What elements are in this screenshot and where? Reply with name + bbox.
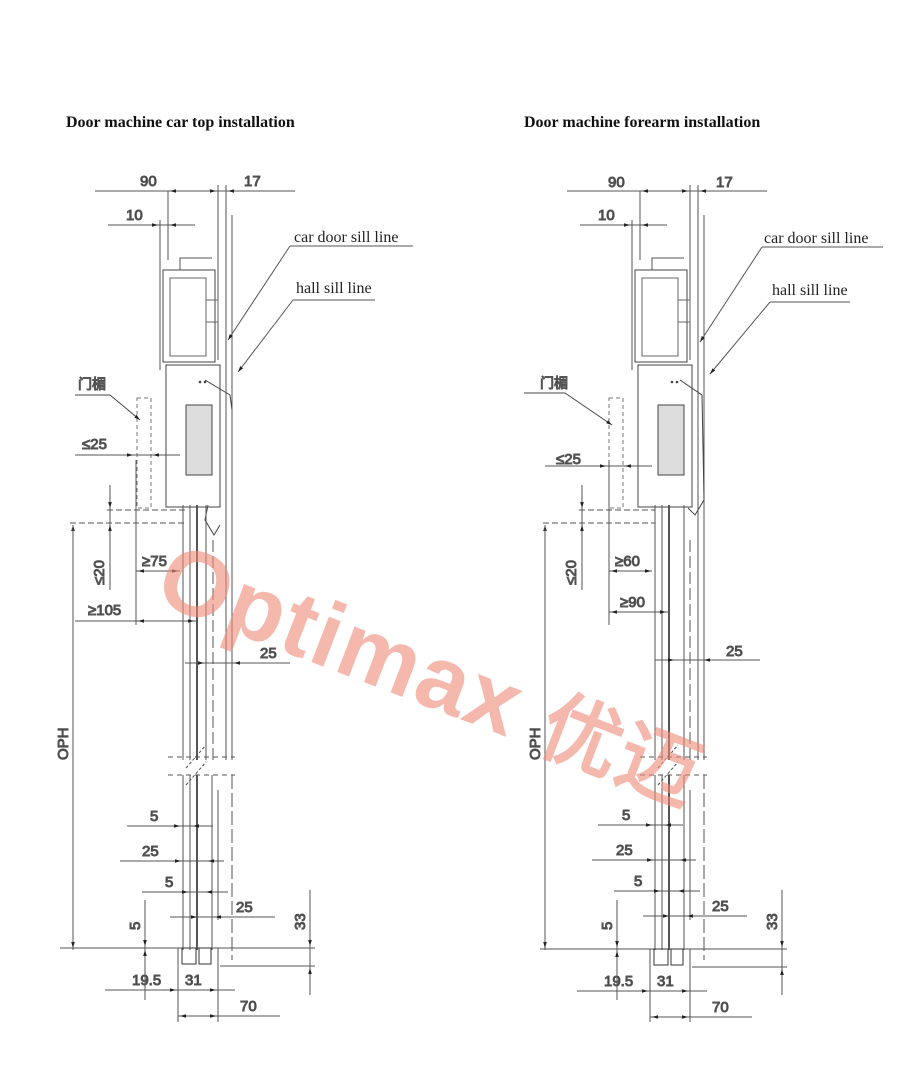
dim-sill-19-5: 19.5	[132, 972, 161, 989]
dim-top-small: 10	[126, 207, 143, 224]
dim-panel-25: 25	[616, 842, 633, 859]
dim-min-clear-2: ≥90	[620, 594, 645, 611]
oph-label: OPH	[527, 727, 544, 760]
dim-vertical-gap: ≤20	[563, 560, 580, 585]
dim-sill-33: 33	[292, 913, 309, 930]
dim-panel-5b: 5	[634, 873, 642, 890]
dim-min-clear-1: ≥60	[615, 553, 640, 570]
dim-top-offset: 17	[244, 173, 261, 190]
dim-top-width: 90	[608, 174, 625, 191]
dim-top-small: 10	[598, 207, 615, 224]
car-door-sill-line-label: car door sill line	[764, 230, 869, 247]
dim-vertical-gap: ≤20	[91, 560, 108, 585]
dim-sill-25: 25	[712, 898, 729, 915]
dim-header-gap: ≤25	[556, 451, 581, 468]
diagram-title-forearm: Door machine forearm installation	[524, 114, 761, 131]
dim-sill-19-5: 19.5	[604, 973, 633, 990]
forearm-geometry	[524, 185, 883, 1022]
dim-sill-70: 70	[240, 998, 257, 1015]
door-header-label: 门楣	[78, 377, 106, 393]
car-door-sill-line-label: car door sill line	[294, 229, 399, 246]
hall-sill-line-label: hall sill line	[772, 282, 848, 299]
oph-label: OPH	[55, 727, 72, 760]
dim-sill-31: 31	[185, 972, 202, 989]
dim-min-clear-1: ≥75	[142, 553, 167, 570]
dim-sill-gap: 25	[726, 643, 743, 660]
dim-header-gap: ≤25	[82, 436, 107, 453]
dim-sill-gap: 25	[260, 645, 277, 662]
dim-panel-5a: 5	[622, 807, 630, 824]
hall-sill-line-label: hall sill line	[296, 280, 372, 297]
dim-panel-5b: 5	[165, 874, 173, 891]
door-header-label: 门楣	[540, 376, 568, 392]
dim-panel-5a: 5	[150, 808, 158, 825]
dim-sill-33: 33	[764, 913, 781, 930]
car-top-geometry	[60, 185, 413, 1022]
dim-min-clear-2: ≥105	[88, 602, 121, 619]
dim-sill-25: 25	[236, 899, 253, 916]
dim-top-width: 90	[140, 173, 157, 190]
diagram-title-car-top: Door machine car top installation	[66, 114, 295, 131]
dim-sill-31: 31	[657, 973, 674, 990]
dim-sill-5: 5	[599, 922, 616, 930]
dim-sill-70: 70	[712, 999, 729, 1016]
dim-top-offset: 17	[716, 174, 733, 191]
dim-sill-5: 5	[127, 922, 144, 930]
dim-panel-25: 25	[142, 843, 159, 860]
